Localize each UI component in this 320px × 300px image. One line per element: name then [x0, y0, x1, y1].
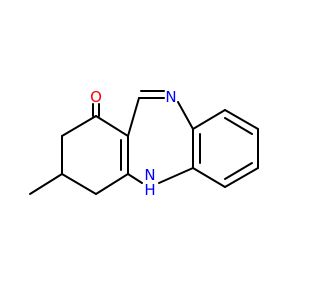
- bond-c3-c4: [61, 173, 97, 195]
- amine-nitrogen-label: N: [144, 166, 155, 184]
- bond-c11a-c11: [127, 97, 140, 137]
- bond-c4a-n5: [127, 173, 143, 184]
- oxygen-atom-label: O: [90, 88, 102, 106]
- bonds: [29, 90, 259, 195]
- bond-c7-c6-inner: [224, 162, 253, 180]
- bond-n5-c5a: [158, 167, 194, 184]
- bond-c9a-c9: [192, 109, 226, 130]
- atom-labels: O N N H: [90, 88, 177, 199]
- bond-c9-c8: [224, 109, 259, 130]
- structure-canvas: O N N H: [29, 88, 259, 199]
- bond-n10-c9a: [177, 101, 194, 130]
- amine-hydrogen-label: H: [144, 181, 155, 199]
- bond-c9-c8-inner: [224, 117, 253, 135]
- bond-c7-c6: [224, 167, 259, 188]
- imine-nitrogen-label: N: [165, 88, 176, 106]
- molecule-structure: O N N H: [29, 88, 259, 199]
- bond-c4-c4a: [95, 173, 129, 195]
- bond-c11a-c1: [95, 115, 129, 137]
- bond-c6-c5a: [192, 167, 226, 188]
- bond-c1-c2: [61, 115, 97, 137]
- bond-c3-methyl: [29, 173, 63, 195]
